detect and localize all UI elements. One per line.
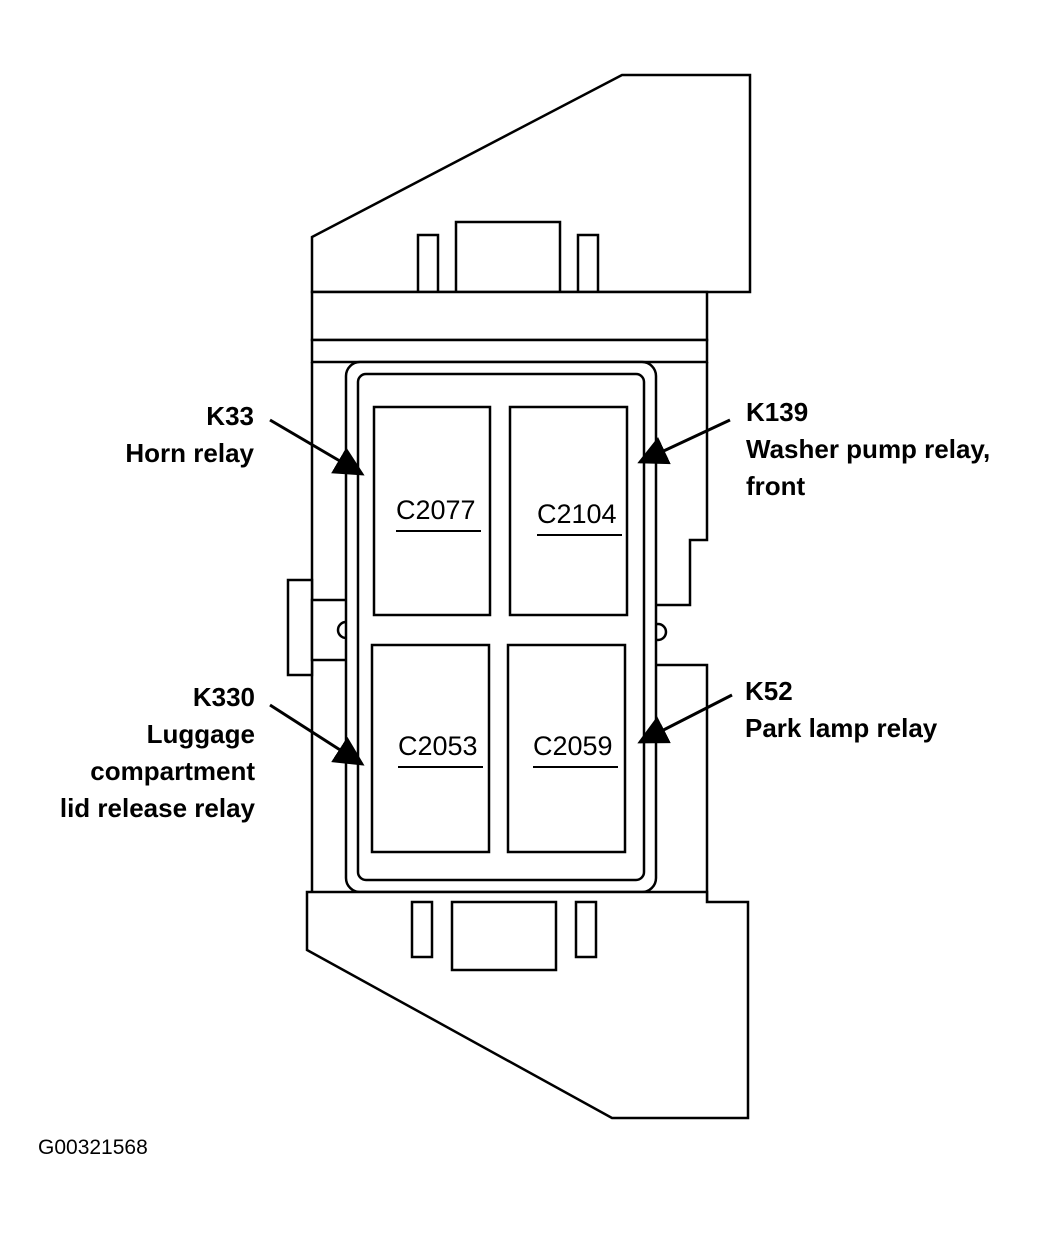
relay-socket-k139	[508, 405, 629, 617]
callout-k330-desc-2: compartment	[90, 756, 255, 786]
relay-socket-k33	[372, 405, 492, 617]
left-latch	[286, 578, 314, 677]
arrow-k330	[269, 703, 365, 766]
bottom-tab-left	[410, 900, 434, 959]
callout-k52: K52 Park lamp relay	[745, 673, 937, 747]
callout-k330-desc-1: Luggage	[146, 719, 255, 749]
arrow-k52	[637, 693, 733, 744]
bottom-tab-right	[574, 900, 598, 959]
connector-label-k52: C2059	[533, 731, 613, 761]
upper-flange	[310, 290, 709, 342]
connector-label-k139: C2104	[537, 499, 617, 529]
connector-label-k33: C2077	[396, 495, 476, 525]
callout-k52-desc-1: Park lamp relay	[745, 713, 938, 743]
callout-k330-code: K330	[192, 682, 255, 712]
bottom-tab-center	[450, 900, 558, 972]
callout-k52-code: K52	[745, 676, 793, 706]
figure-id: G00321568	[38, 1136, 148, 1159]
callout-k139-desc-2: front	[746, 471, 806, 501]
callout-k139: K139 Washer pump relay, front	[746, 394, 990, 505]
arrow-k139	[637, 418, 731, 465]
arrow-k33	[269, 418, 365, 476]
callout-k33: K33 Horn relay	[125, 398, 254, 472]
upper-flange-strip	[310, 338, 709, 364]
callout-k139-desc-1: Washer pump relay,	[746, 434, 991, 464]
connector-label-k330: C2053	[398, 731, 478, 761]
relay-socket-k52	[506, 643, 627, 854]
callout-k139-code: K139	[746, 397, 809, 427]
relay-socket-k330	[370, 643, 491, 854]
callout-k330-desc-3: lid release relay	[59, 793, 255, 823]
callout-k33-desc-1: Horn relay	[125, 438, 254, 468]
callout-k33-code: K33	[206, 401, 254, 431]
top-tab-left	[416, 233, 440, 294]
top-tab-right	[576, 233, 600, 294]
callout-k330: K330 Luggage compartment lid release rel…	[60, 679, 255, 827]
top-tab-center	[454, 220, 562, 294]
